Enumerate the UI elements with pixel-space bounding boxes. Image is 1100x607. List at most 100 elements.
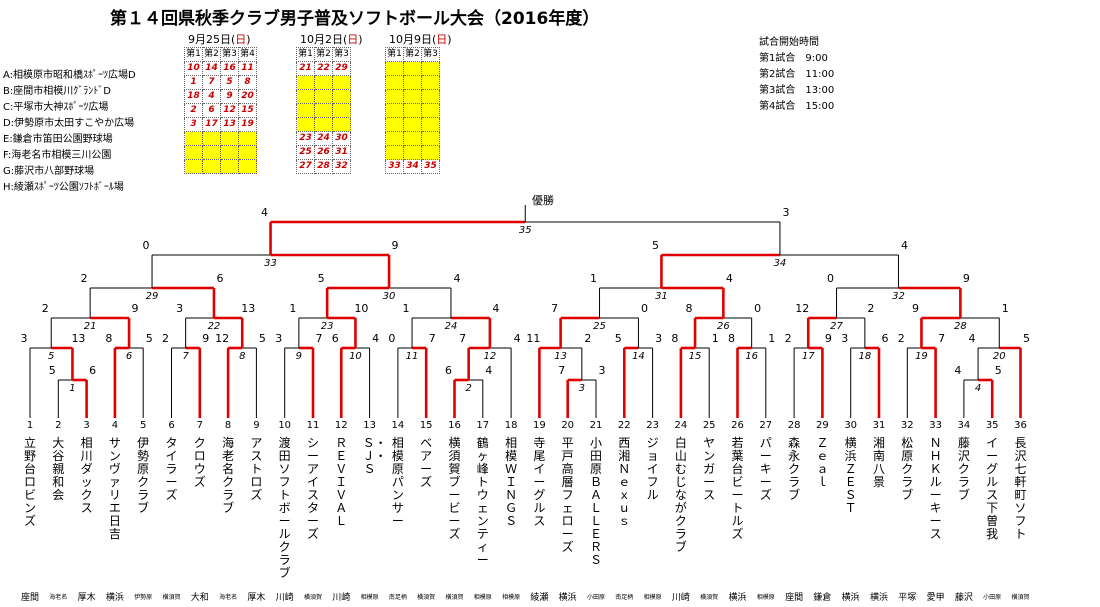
team-name: 寺尾イーグルス	[533, 436, 546, 528]
team-number: 24	[674, 420, 688, 431]
match-number: 2	[465, 383, 472, 394]
weekday-text: 日	[235, 33, 247, 46]
team-affiliation: 小田原	[983, 594, 1002, 601]
score-label: 5	[1023, 332, 1030, 345]
score-label: 5	[994, 364, 1002, 377]
timetable-row: 第3試合 13:00	[759, 81, 834, 96]
team-name: ヤンガース	[703, 436, 716, 502]
team-affiliation: 相模原	[756, 594, 775, 601]
match-number: 17	[801, 351, 815, 362]
match-number: 19	[915, 351, 928, 362]
team-number: 35	[985, 420, 999, 431]
team-name: 大谷親和会	[52, 436, 65, 502]
score-label: 10	[354, 302, 369, 315]
match-number: 14	[632, 351, 645, 362]
schedule-cell: 35	[421, 159, 440, 174]
team-number: 2	[55, 420, 62, 431]
schedule-cell	[421, 61, 440, 76]
team-affiliation: 愛甲	[926, 593, 945, 603]
score-label: 5	[48, 364, 56, 377]
match-number: 10	[349, 351, 362, 362]
team-name: 相模ＷＩＮＧＳ	[505, 436, 518, 528]
score-label: 0	[142, 239, 150, 252]
team-affiliation: 伊勢原	[134, 594, 153, 601]
team-name: アストロズ	[250, 436, 263, 502]
score-label: 1	[289, 302, 297, 315]
match-number: 34	[773, 258, 787, 269]
team-number: 32	[900, 420, 914, 431]
score-label: 9	[131, 302, 139, 315]
schedule-cell	[421, 145, 440, 160]
score-label: 4	[453, 272, 461, 285]
team-number: 34	[957, 420, 971, 431]
match-number: 12	[483, 351, 497, 362]
timetable-row: 第4試合 15:00	[759, 97, 834, 112]
date-text: 10月2日	[300, 33, 343, 46]
schedule-cell	[385, 103, 404, 118]
schedule-date: 9月25日(日)	[188, 33, 251, 46]
score-label: 4	[261, 206, 269, 219]
score-label: 11	[526, 332, 541, 345]
team-number: 20	[561, 420, 575, 431]
schedule-cell	[238, 159, 257, 174]
timetable-time: 11:00	[805, 69, 835, 80]
team-affiliation: 横浜	[869, 593, 888, 603]
venue-item: A:相模原市昭和橋ｽﾎﾟｰﾂ広場D	[3, 70, 136, 81]
champion-label: 優勝	[532, 194, 554, 207]
page-title: 第１４回県秋季クラブ男子普及ソフトボール大会（2016年度）	[110, 9, 600, 29]
match-number: 8	[239, 351, 246, 362]
score-label: 7	[428, 332, 436, 345]
venue-item: F:海老名市相模三川公園	[3, 150, 112, 161]
team-number: 36	[1014, 420, 1027, 431]
team-name: 松原クラブ	[901, 436, 914, 502]
score-label: 2	[897, 332, 905, 345]
timetable-time: 9:00	[805, 53, 828, 64]
team-affiliation: 相模原	[643, 594, 662, 601]
team-name: 長沢七軒町ソフト	[1014, 436, 1027, 541]
team-number: 18	[504, 420, 518, 431]
score-label: 9	[391, 239, 399, 252]
score-label: 2	[41, 302, 49, 315]
team-number: 31	[872, 420, 886, 431]
team-name: クロウズ	[193, 436, 206, 489]
team-name: 鶴ヶ峰トウェンティー	[476, 436, 489, 567]
team-affiliation: 横浜	[728, 593, 747, 603]
team-name: タイラーズ	[165, 436, 178, 502]
team-number: 13	[363, 420, 376, 431]
schedule-cell	[421, 117, 440, 132]
team-number: 15	[419, 420, 433, 431]
score-label: 3	[176, 302, 184, 315]
timetable-title: 試合開始時間	[759, 37, 819, 48]
team-name: Ｚｅａｌ	[816, 436, 829, 489]
team-affiliation: 鎌倉	[813, 593, 832, 603]
match-number: 4	[974, 383, 982, 394]
score-label: 0	[388, 332, 396, 345]
score-label: 12	[795, 302, 810, 315]
score-label: 7	[558, 364, 566, 377]
team-number: 33	[929, 420, 942, 431]
team-affiliation: 相模原	[473, 594, 492, 601]
match-number: 11	[405, 351, 419, 362]
schedule-cell	[220, 159, 239, 174]
team-number: 7	[196, 420, 203, 431]
team-name: 白山むじながクラブ	[674, 436, 687, 554]
score-label: 0	[754, 302, 762, 315]
match-number: 15	[688, 351, 702, 362]
team-name: 湘南八景	[872, 436, 885, 489]
venue-item: H:綾瀬ｽﾎﾟｰﾂ公園ｿﾌﾄﾎﾞｰﾙ場	[3, 182, 124, 193]
match-number: 23	[320, 321, 334, 332]
score-label: 4	[900, 239, 908, 252]
score-label: 0	[827, 272, 835, 285]
weekday-text: 日	[436, 33, 448, 46]
match-number: 5	[48, 351, 55, 362]
schedule-cell	[385, 145, 404, 160]
schedule-cell	[202, 131, 221, 146]
team-number: 21	[589, 420, 603, 431]
date-text: 10月9日	[389, 33, 432, 46]
score-label: 3	[598, 364, 606, 377]
team-name: 相川ダックス	[80, 436, 93, 515]
team-number: 4	[111, 420, 119, 431]
team-affiliation: 川崎	[332, 593, 351, 603]
match-number: 18	[858, 351, 872, 362]
